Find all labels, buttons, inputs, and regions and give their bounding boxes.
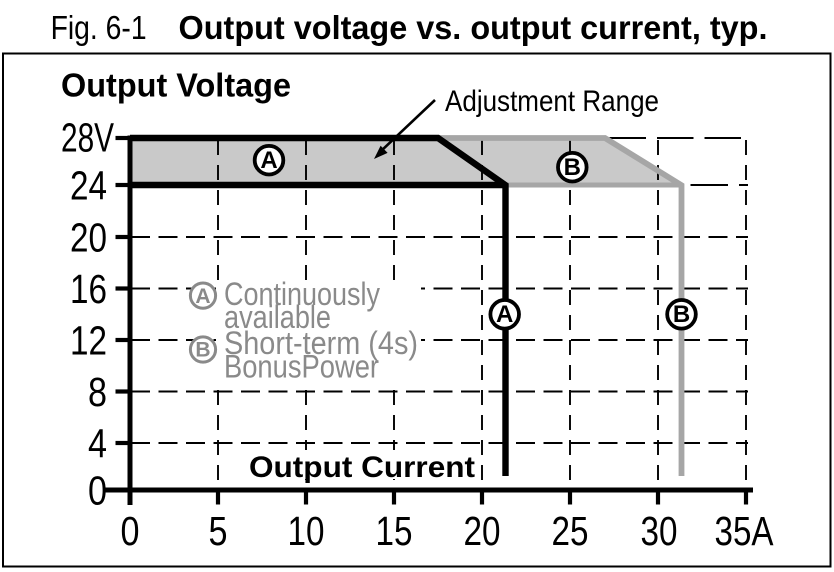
svg-text:Continuously: Continuously — [224, 276, 380, 312]
svg-text:12: 12 — [70, 318, 107, 364]
svg-text:A: A — [195, 285, 210, 308]
svg-text:A: A — [260, 147, 277, 174]
svg-text:available: available — [224, 299, 331, 335]
svg-text:20: 20 — [464, 508, 501, 554]
svg-text:A: A — [496, 301, 513, 328]
svg-text:Adjustment Range: Adjustment Range — [445, 85, 659, 118]
svg-text:10: 10 — [288, 508, 325, 554]
svg-text:8: 8 — [88, 369, 107, 415]
svg-text:Output Current: Output Current — [249, 451, 475, 484]
svg-text:15: 15 — [376, 508, 413, 554]
svg-text:28V: 28V — [61, 115, 114, 161]
svg-text:B: B — [195, 339, 210, 362]
svg-text:0: 0 — [88, 468, 107, 514]
svg-text:Output voltage vs. output curr: Output voltage vs. output current, typ. — [179, 9, 768, 46]
svg-text:35A: 35A — [715, 508, 775, 554]
svg-text:0: 0 — [121, 508, 140, 554]
svg-text:24: 24 — [70, 163, 107, 209]
svg-text:Fig. 6-1: Fig. 6-1 — [51, 9, 147, 46]
svg-text:5: 5 — [209, 508, 228, 554]
svg-text:4: 4 — [88, 421, 107, 467]
svg-text:25: 25 — [552, 508, 589, 554]
svg-text:Output Voltage: Output Voltage — [61, 67, 291, 104]
svg-text:BonusPower: BonusPower — [224, 349, 379, 385]
svg-text:16: 16 — [70, 266, 107, 312]
svg-text:B: B — [673, 301, 690, 328]
svg-text:20: 20 — [70, 215, 107, 261]
svg-text:B: B — [564, 154, 581, 181]
svg-text:30: 30 — [641, 508, 678, 554]
svg-text:Short-term (4s): Short-term (4s) — [224, 325, 418, 361]
